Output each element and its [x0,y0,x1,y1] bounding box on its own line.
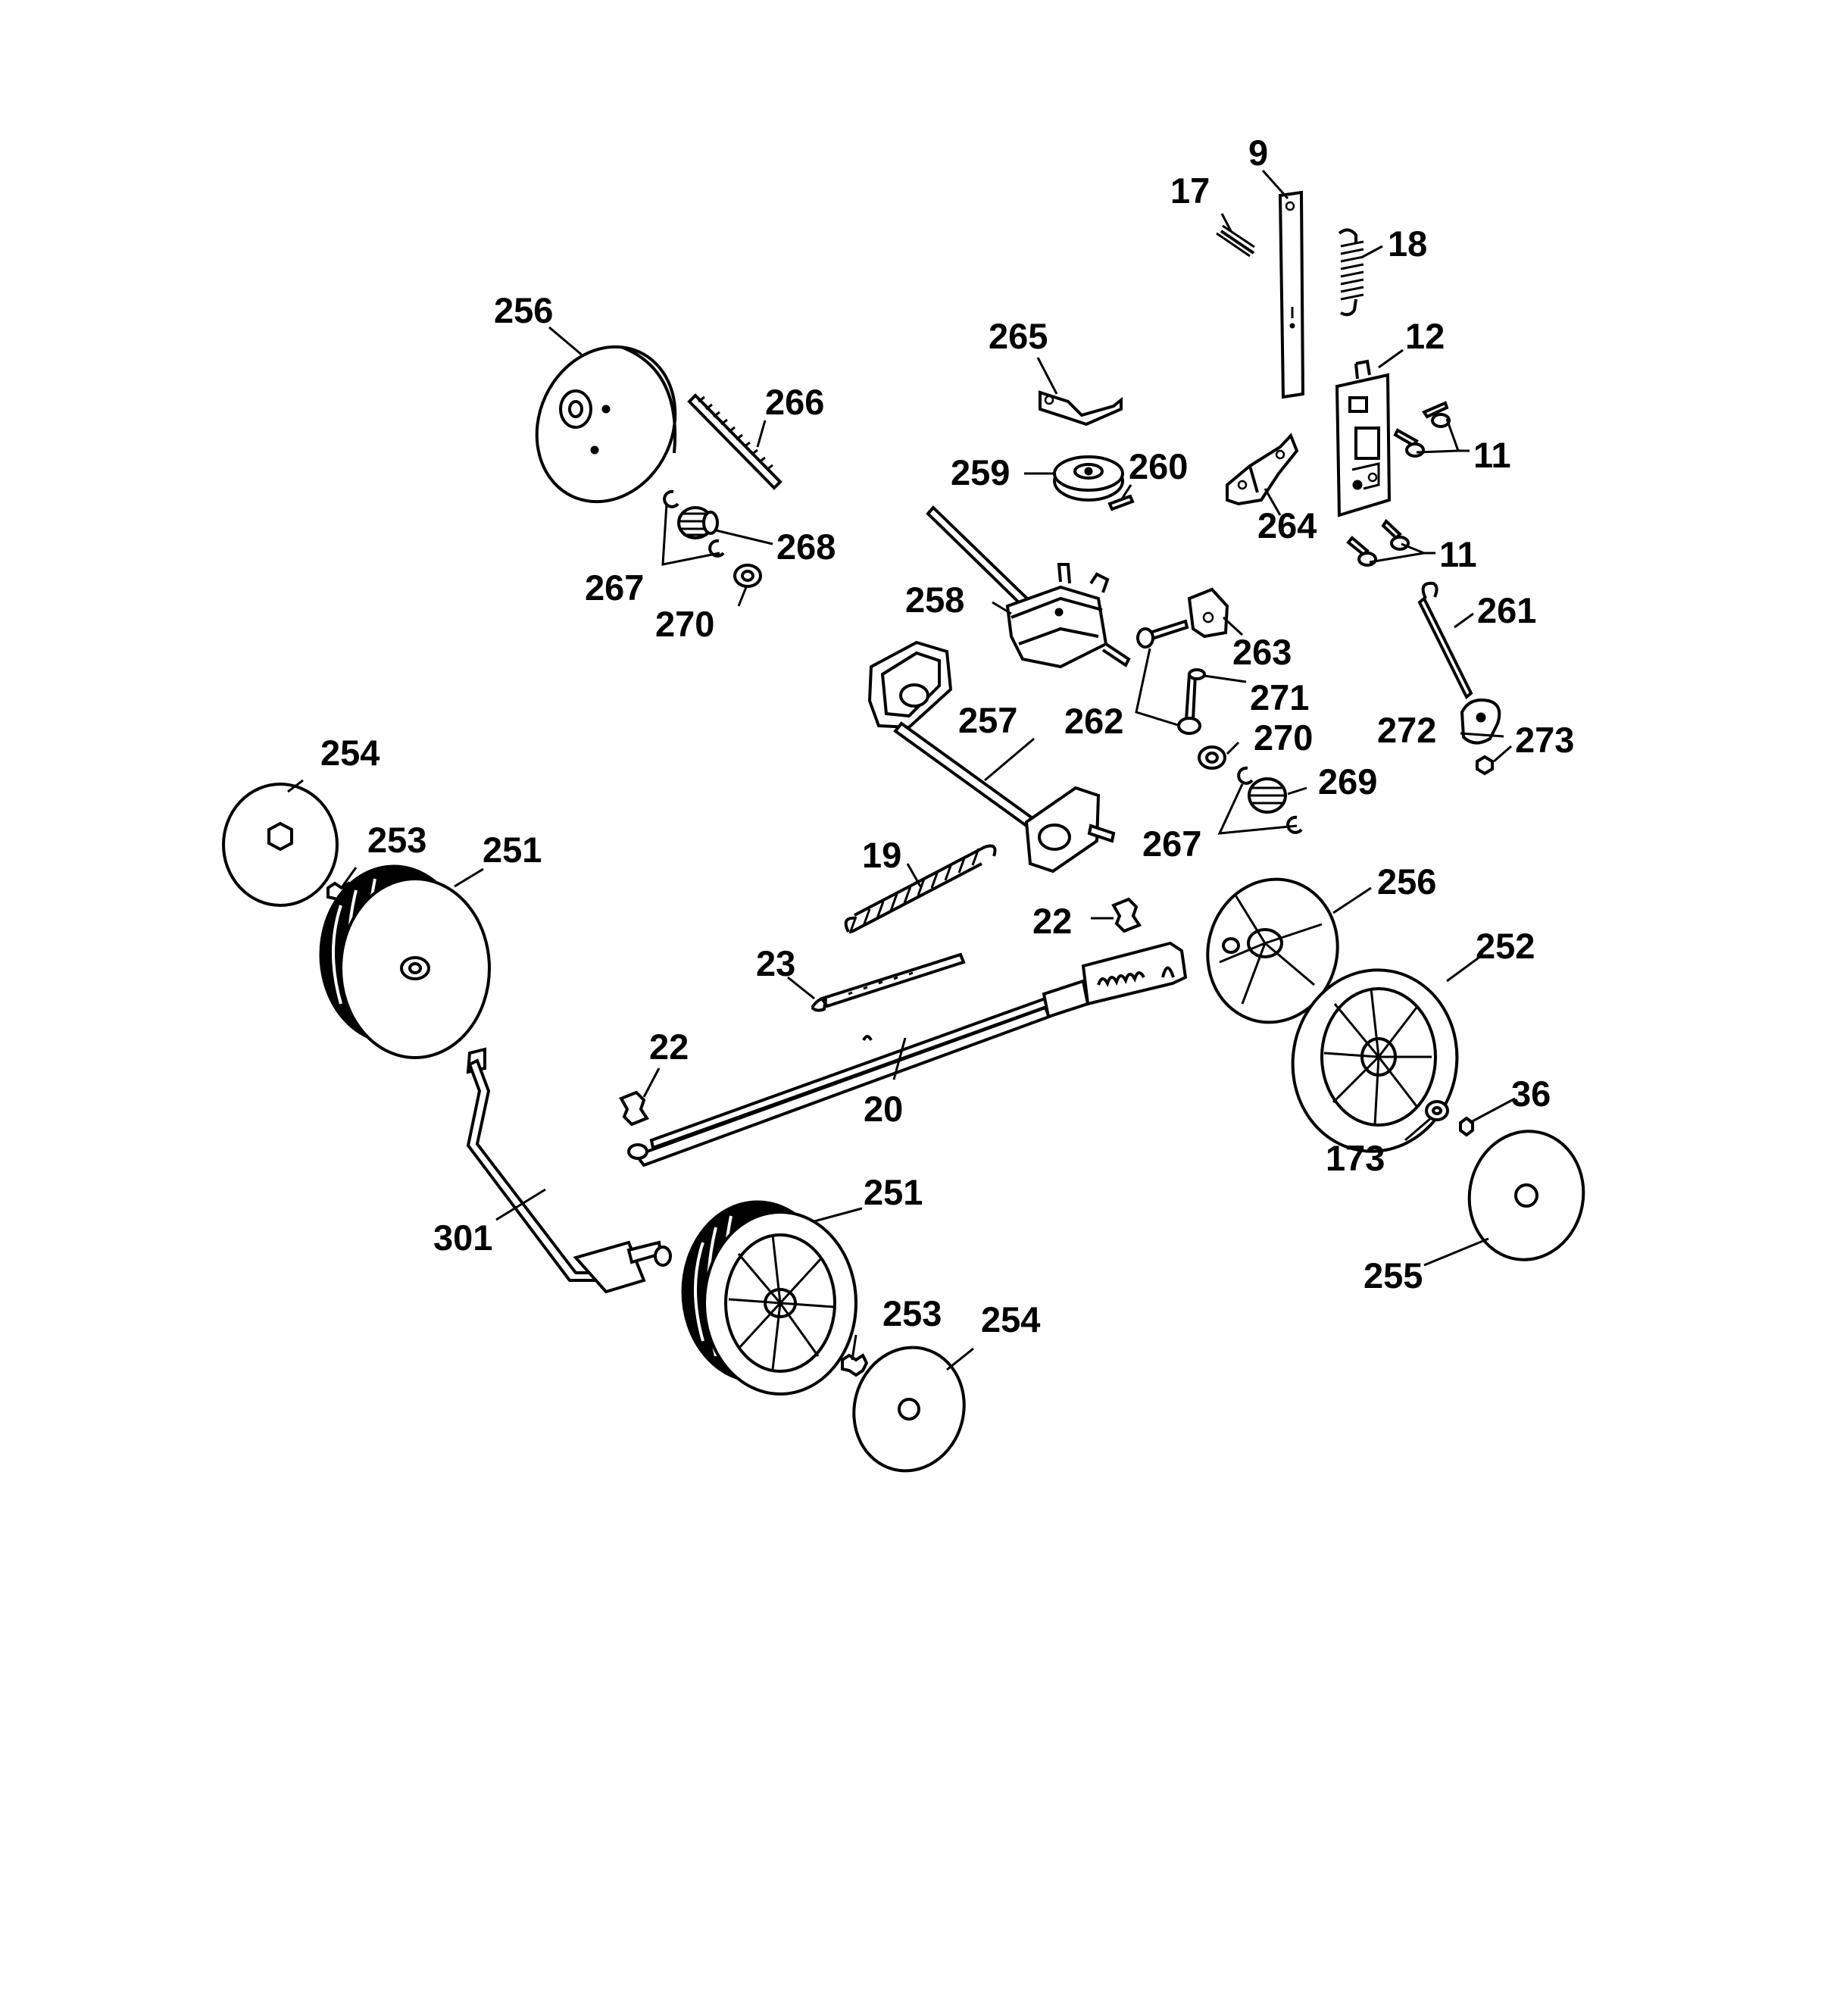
callout-267: 267 [585,567,644,608]
callout-253: 253 [367,820,426,860]
part-254-hubcap-lower [852,1346,966,1473]
callout-labels: 9 17 18 256 265 12 266 11 259 260 264 26… [320,133,1574,1339]
part-269-gear [1248,777,1287,814]
callout-19: 19 [862,835,901,875]
part-263-bracket [1187,587,1229,639]
callout-267: 267 [1142,824,1201,864]
part-252-wheel-right [1291,968,1459,1153]
part-267-clips-upper [663,489,725,558]
part-261-rod [1417,581,1473,700]
callout-17: 17 [1170,170,1210,211]
part-36-bolt [1459,1116,1474,1137]
callout-256: 256 [494,290,553,330]
callout-257: 257 [958,700,1017,740]
part-18-spring [1338,228,1364,317]
part-260-key [1107,494,1135,511]
part-301-axle [466,1047,672,1294]
part-264-bracket [1226,433,1299,506]
callout-268: 268 [776,527,836,567]
callout-270: 270 [655,604,714,644]
callout-256: 256 [1377,861,1436,902]
callout-269: 269 [1318,761,1377,802]
callout-12: 12 [1405,316,1445,356]
part-271-washer [1188,668,1206,680]
callout-254: 254 [981,1299,1040,1339]
part-251-wheel-upper [319,864,491,1059]
part-22-clip-right [1111,897,1142,933]
part-12-switch-plate [1335,359,1392,517]
part-268-gear [677,506,719,539]
callout-11: 11 [1473,435,1511,475]
part-272-plate [1460,699,1501,745]
part-251-wheel-lower [681,1200,857,1396]
part-266-threaded-shaft [687,393,782,490]
callout-173: 173 [1326,1138,1385,1178]
part-265-bracket [1039,390,1123,427]
callout-252: 252 [1476,926,1535,966]
callout-265: 265 [989,316,1048,356]
part-9-bracket-bar [1278,190,1305,399]
callout-262: 262 [1064,701,1123,741]
callout-301: 301 [433,1217,492,1258]
part-257-lever-assembly [867,640,1116,874]
callout-254: 254 [320,733,380,773]
part-17-pin [1216,224,1255,258]
callout-263: 263 [1232,632,1292,672]
part-256-hub-cover-lower [1206,877,1339,1024]
callout-273: 273 [1515,720,1574,760]
callout-22: 22 [649,1027,689,1067]
part-270-bushing-right [1198,745,1226,770]
part-273-nut [1476,755,1494,776]
callout-251: 251 [864,1172,923,1212]
part-20-lever [627,941,1188,1167]
callout-251: 251 [483,830,542,870]
part-262-bolts [1136,619,1201,735]
callout-259: 259 [951,452,1010,492]
callout-20: 20 [864,1089,903,1129]
callout-253: 253 [882,1293,942,1333]
part-22-clip-left [619,1090,650,1127]
callout-260: 260 [1129,446,1188,486]
part-258-transmission [926,505,1131,669]
callout-261: 261 [1477,590,1536,630]
callout-264: 264 [1257,505,1317,545]
part-270-bushing-left [733,564,762,588]
callout-9: 9 [1248,133,1268,173]
callout-22: 22 [1032,901,1072,941]
part-23-strip [811,952,966,1012]
leader-lines [287,170,1516,1371]
callout-266: 266 [765,382,824,422]
callout-255: 255 [1364,1255,1423,1296]
callout-272: 272 [1377,710,1436,750]
part-256-hub-cover-upper [535,345,677,504]
part-19-spring [844,844,997,934]
callout-258: 258 [905,580,964,620]
part-253-retainer-lower [841,1353,869,1377]
callout-11: 11 [1439,534,1477,574]
part-259-pulley [1053,455,1124,502]
callout-271: 271 [1250,677,1309,717]
callout-36: 36 [1511,1074,1551,1114]
part-11-screws [1346,401,1451,567]
part-255-hubcap [1467,1130,1585,1261]
part-173-washer [1425,1100,1449,1121]
callout-18: 18 [1388,223,1427,264]
callout-270: 270 [1254,717,1313,758]
part-254-hubcap-upper [222,783,339,907]
callout-23: 23 [756,943,795,983]
